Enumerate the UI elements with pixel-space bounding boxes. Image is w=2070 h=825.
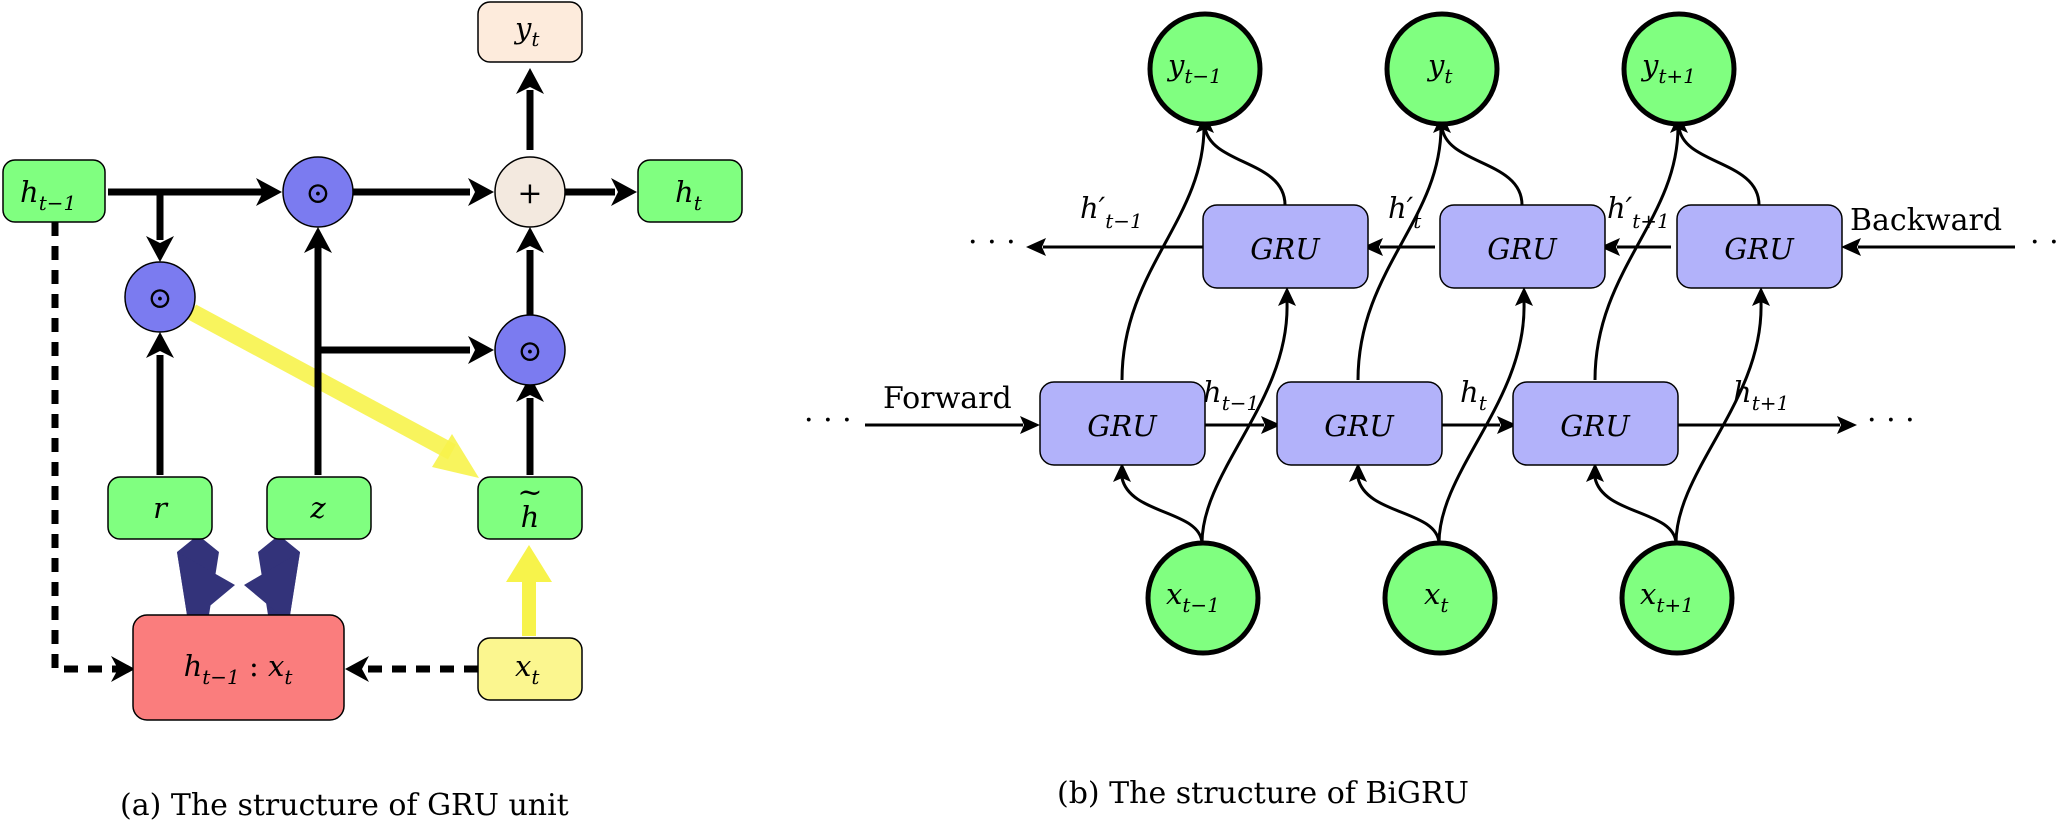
bigru-panel: yt−1 yt yt+1 xt−1 xt xt+1 GRU GRU GRU GR… [804,11,2070,811]
gru-label: GRU [1560,409,1631,443]
arrowhead [111,656,135,682]
output-node-y-prev [1147,11,1263,127]
caption-b: (b) The structure of BiGRU [1057,776,1469,811]
concat-label: ht−1 : xt [184,649,294,689]
backward-gru-block-2 [1439,204,1606,289]
h-t-label: ht [675,175,703,215]
backward-state-label: h′t+1 [1607,191,1670,233]
yellow-arrowhead [432,434,479,478]
black-arrowheads [146,68,637,402]
input-node-x-next [1619,540,1735,656]
hadamard-symbol: ⊙ [305,176,330,211]
forward-gru-block-3 [1512,381,1679,466]
hadamard-update-node [494,314,566,386]
plus-symbol: + [517,176,542,211]
navy-arrows-concat-to-gates [177,535,300,615]
y-t-output-node [477,1,583,63]
x-t-input-node [477,637,583,701]
bigru-chain-arrowheads [1020,238,1861,434]
ellipsis-forward-end: · · · [1867,403,1915,438]
arrowhead [345,656,369,682]
gru-label: GRU [1324,409,1395,443]
output-node-y-next [1621,11,1737,127]
forward-state-label: ht [1460,375,1488,415]
input-node-x-prev [1145,540,1261,656]
dashed-arrow-hprev-to-concat [51,222,118,673]
h-tilde-label: h [521,500,540,534]
hadamard-symbol: ⊙ [517,334,542,369]
concat-node [132,614,345,721]
r-gate-node [107,476,213,540]
forward-gru-block-2 [1276,381,1443,466]
z-label: z [309,491,326,525]
gru-label: GRU [1087,409,1158,443]
yellow-arrow-xt-to-htilde-shaft [522,578,536,636]
forward-label: Forward [883,381,1012,416]
yellow-arrow-rgate-to-htilde [187,304,457,460]
output-label: yt+1 [1640,48,1696,88]
output-label: yt−1 [1166,48,1222,88]
black-connections [108,90,615,475]
output-label: yt [1426,48,1453,88]
z-gate-node [266,476,372,540]
ellipsis-backward-start: · · · [2030,225,2070,260]
ellipsis-forward-start: · · · [804,403,852,438]
gru-label: GRU [1487,232,1558,266]
backward-gru-block-3 [1676,204,1843,289]
input-label: xt [1424,577,1449,617]
backward-gru-block-1 [1202,204,1369,289]
gru-unit-panel: ht−1 yt ht ⊙ + ⊙ ⊙ r z ~ h ht−1 : xt xt … [2,1,743,823]
r-label: r [153,491,169,525]
plus-node [494,156,566,228]
backward-label: Backward [1850,203,2002,238]
x-t-label: xt [515,649,540,689]
backward-state-label: h′t [1388,191,1422,233]
h-prev-node [2,159,106,223]
gru-label: GRU [1250,232,1321,266]
input-node-x-t [1382,540,1498,656]
bigru-chain-lines [865,245,2015,427]
hadamard-symbol: ⊙ [147,281,172,316]
forward-state-label: ht−1 [1203,375,1259,415]
forward-gru-block-1 [1039,381,1206,466]
h-tilde-node [477,476,583,540]
h-prev-label: ht−1 [20,175,76,215]
caption-a: (a) The structure of GRU unit [120,788,569,823]
h-t-node [637,159,743,223]
y-t-label: yt [513,11,540,51]
bigru-curves [1120,126,1763,544]
tilde-accent: ~ [517,475,542,510]
forward-state-label: ht+1 [1733,375,1789,415]
input-label: xt+1 [1640,577,1694,617]
hadamard-top-node [282,156,354,228]
gru-label: GRU [1724,232,1795,266]
input-label: xt−1 [1166,577,1220,617]
yellow-arrowhead [506,545,552,582]
ellipsis-backward-end: · · · [968,225,1016,260]
output-node-y-t [1384,11,1500,127]
backward-state-label: h′t−1 [1080,191,1143,233]
hadamard-reset-node [124,261,196,333]
